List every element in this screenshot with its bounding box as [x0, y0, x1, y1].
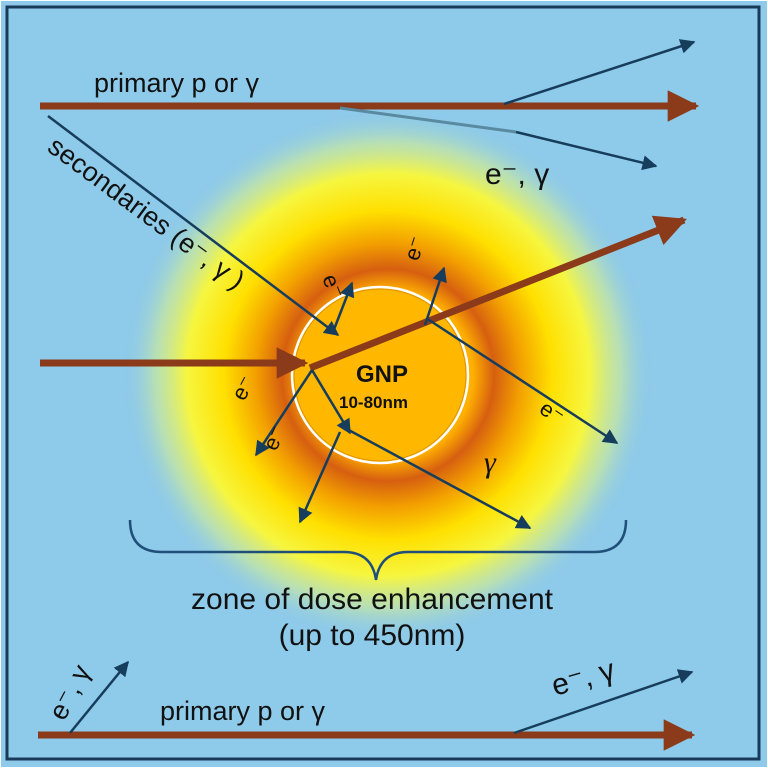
electron-arrow-top-left: [331, 281, 355, 333]
scatter-arrow-bottom-left: [69, 660, 129, 734]
gamma-arrow: [344, 426, 532, 530]
scatter-arrow-top-down: [515, 130, 658, 171]
secondaries-arrow: [47, 115, 340, 336]
zone-label-line1: zone of dose enhancement: [191, 583, 554, 616]
gnp-title: GNP: [356, 361, 408, 388]
primary-beam-middle-out: [308, 215, 687, 372]
scatter-fade-top: [339, 106, 517, 134]
electron-arrow-inner: [310, 369, 352, 435]
scatter-arrow-bottom-right: [513, 669, 694, 735]
primary-label-bottom: primary p or γ: [160, 696, 326, 726]
gamma-label: γ: [484, 446, 497, 479]
gnp-size: 10-80nm: [339, 393, 408, 412]
zone-label-line2: (up to 450nm): [279, 619, 466, 652]
scatter-arrow-top-up: [503, 39, 696, 106]
zone-brace: [128, 519, 628, 581]
electron-arrow-right: [425, 316, 619, 445]
frame: [5, 5, 761, 761]
primary-label-top: primary p or γ: [94, 68, 260, 98]
electron-arrow-top-right: [423, 266, 447, 326]
scatter-label-top-right: e⁻, γ: [485, 158, 549, 191]
electron-arrow-bottom: [298, 431, 342, 524]
electron-arrow-left: [254, 369, 314, 457]
